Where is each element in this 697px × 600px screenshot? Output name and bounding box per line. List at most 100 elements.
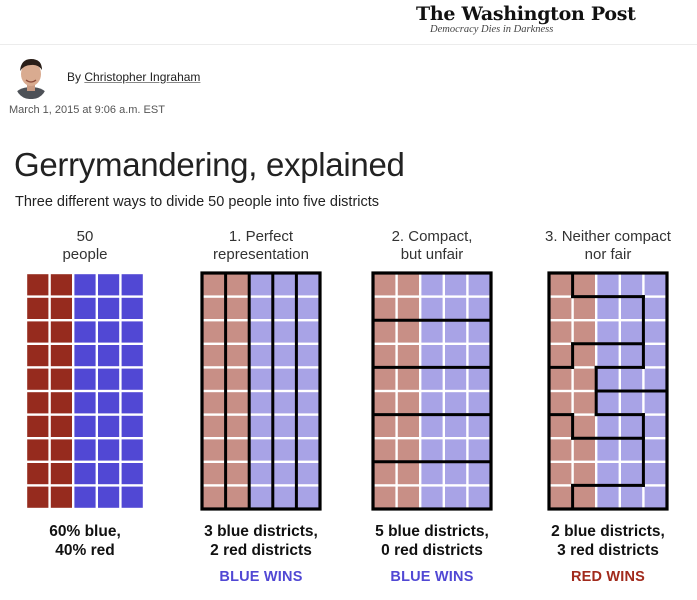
person-cell — [621, 345, 643, 367]
panel-neither-compact-nor-fair: 3. Neither compact nor fair 2 blue distr… — [523, 228, 693, 585]
person-cell — [27, 392, 49, 414]
person-cell — [74, 392, 96, 414]
district-grid-compact — [371, 271, 493, 511]
person-cell — [573, 345, 595, 367]
panel-compact-unfair: 2. Compact, but unfair 5 blue districts,… — [347, 228, 517, 585]
person-cell — [445, 297, 467, 319]
panel-result-line1: 2 blue districts, — [551, 523, 665, 540]
person-cell — [421, 392, 443, 414]
person-cell — [27, 463, 49, 485]
person-cell — [621, 297, 643, 319]
person-cell — [50, 439, 72, 461]
author-link[interactable]: Christopher Ingraham — [84, 70, 201, 84]
winner-label: BLUE WINS — [390, 569, 474, 585]
person-cell — [468, 392, 490, 414]
person-cell — [27, 368, 49, 390]
panel-heading: 1. Perfect representation — [176, 228, 346, 266]
person-cell — [274, 345, 296, 367]
person-cell — [644, 392, 666, 414]
person-cell — [203, 486, 225, 508]
person-cell — [121, 297, 143, 319]
person-cell — [445, 392, 467, 414]
person-cell — [621, 439, 643, 461]
person-cell — [74, 368, 96, 390]
person-cell — [74, 439, 96, 461]
person-cell — [421, 463, 443, 485]
person-cell — [445, 345, 467, 367]
byline-prefix: By — [67, 70, 82, 84]
person-cell — [121, 415, 143, 437]
panel-heading: 50 people — [0, 228, 170, 266]
panel-result-line1: 3 blue districts, — [204, 523, 318, 540]
panel-heading-line2: people — [62, 246, 108, 263]
person-cell — [597, 297, 619, 319]
person-cell — [621, 368, 643, 390]
person-cell — [397, 368, 419, 390]
person-cell — [374, 368, 396, 390]
person-cell — [397, 345, 419, 367]
person-cell — [250, 297, 272, 319]
person-cell — [468, 439, 490, 461]
person-cell — [203, 274, 225, 296]
person-cell — [621, 415, 643, 437]
panel-heading-line1: 1. Perfect — [228, 228, 294, 245]
person-cell — [445, 415, 467, 437]
person-cell — [374, 321, 396, 343]
person-cell — [27, 345, 49, 367]
person-cell — [468, 321, 490, 343]
person-cell — [397, 463, 419, 485]
person-cell — [374, 297, 396, 319]
person-cell — [597, 392, 619, 414]
person-cell — [374, 486, 396, 508]
person-cell — [274, 392, 296, 414]
person-cell — [550, 463, 572, 485]
person-cell — [74, 415, 96, 437]
person-cell — [74, 274, 96, 296]
person-cell — [297, 345, 319, 367]
person-cell — [573, 486, 595, 508]
person-cell — [250, 486, 272, 508]
panel-heading: 3. Neither compact nor fair — [523, 228, 693, 266]
person-cell — [644, 486, 666, 508]
person-cell — [226, 321, 248, 343]
person-cell — [50, 368, 72, 390]
person-cell — [374, 439, 396, 461]
person-cell — [121, 486, 143, 508]
person-cell — [50, 345, 72, 367]
person-cell — [226, 439, 248, 461]
person-cell — [250, 274, 272, 296]
article-subtitle: Three different ways to divide 50 people… — [15, 194, 380, 210]
person-cell — [50, 415, 72, 437]
person-cell — [644, 368, 666, 390]
person-cell — [445, 463, 467, 485]
person-cell — [597, 345, 619, 367]
person-cell — [445, 439, 467, 461]
person-cell — [550, 321, 572, 343]
person-cell — [421, 439, 443, 461]
panel-population: 50 people 60% blue, 40% red — [0, 228, 170, 560]
person-cell — [226, 486, 248, 508]
person-cell — [297, 368, 319, 390]
washington-post-logo[interactable]: The Washington Post — [416, 3, 636, 25]
person-cell — [597, 463, 619, 485]
person-cell — [397, 392, 419, 414]
state-boundary — [371, 271, 493, 511]
person-cell — [121, 274, 143, 296]
person-cell — [374, 463, 396, 485]
person-cell — [621, 486, 643, 508]
person-cell — [274, 297, 296, 319]
person-cell — [397, 486, 419, 508]
person-cell — [274, 439, 296, 461]
person-cell — [297, 439, 319, 461]
person-cell — [421, 297, 443, 319]
person-cell — [74, 345, 96, 367]
person-cell — [98, 439, 120, 461]
person-cell — [468, 368, 490, 390]
person-cell — [50, 463, 72, 485]
person-cell — [468, 274, 490, 296]
person-cell — [98, 297, 120, 319]
person-cell — [573, 368, 595, 390]
panel-heading-line1: 2. Compact, — [391, 228, 473, 245]
person-cell — [621, 274, 643, 296]
person-cell — [250, 345, 272, 367]
